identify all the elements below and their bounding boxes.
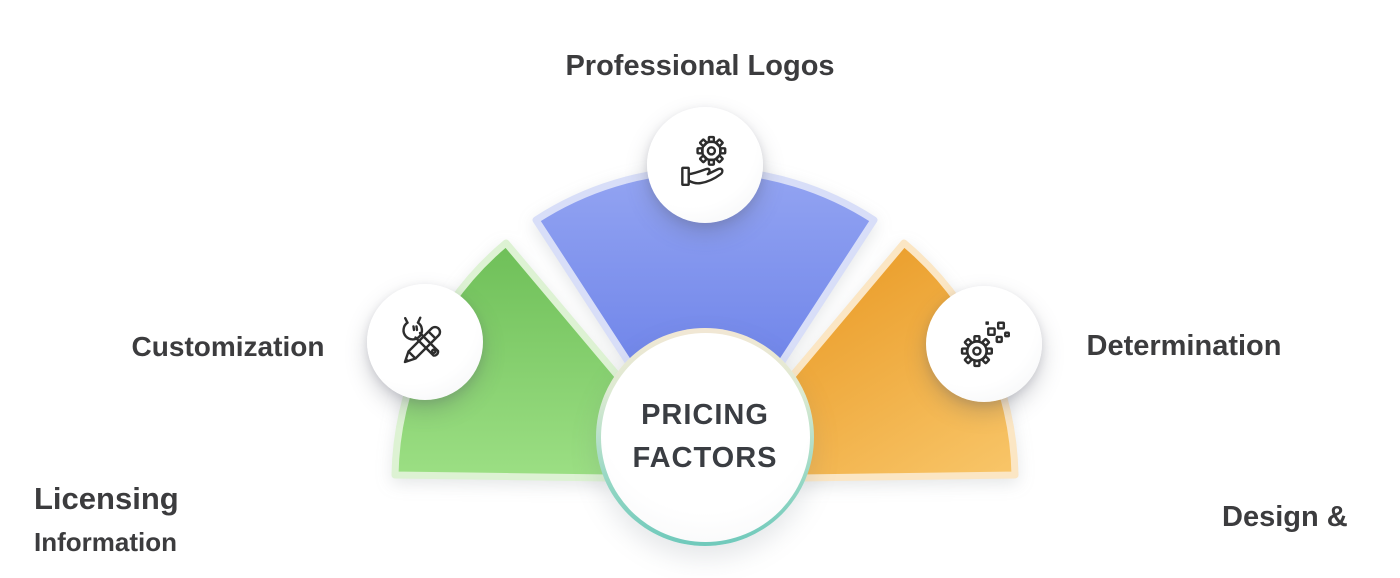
icon-badge-customization	[367, 284, 483, 400]
icon-badge-determination	[926, 286, 1042, 402]
center-circle-ring: PRICING FACTORS	[596, 328, 814, 546]
corner-bl-line2: Information	[34, 527, 177, 557]
corner-text-bottom-right: Design &	[1222, 501, 1348, 533]
segment-label-right: Determination	[1086, 330, 1282, 362]
gear-pixels-icon	[960, 321, 1010, 368]
hand-gear-icon	[681, 135, 727, 187]
segment-label-left: Customization	[131, 331, 325, 362]
icon-badge-professional-logos	[647, 107, 763, 223]
center-title-line2: FACTORS	[632, 442, 778, 474]
corner-bl-line1: Licensing	[34, 481, 179, 516]
wrench-pencil-icon	[402, 316, 442, 364]
center-title-line1: PRICING	[641, 398, 769, 431]
center-circle: PRICING FACTORS	[600, 332, 810, 542]
corner-text-bottom-left: Licensing Information	[34, 483, 179, 558]
segment-label-top: Professional Logos	[565, 50, 835, 82]
